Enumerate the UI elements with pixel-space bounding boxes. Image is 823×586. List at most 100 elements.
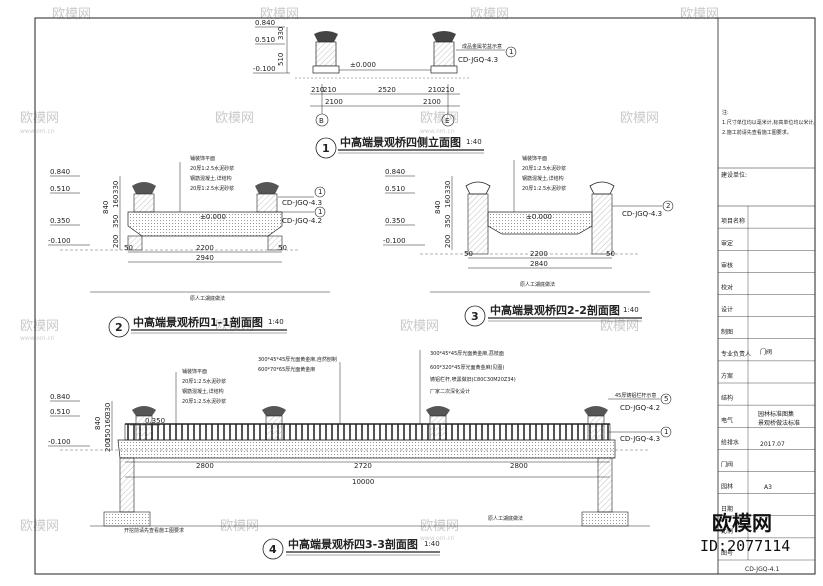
callout-ref: CD-JGQ-4.2 — [620, 404, 660, 412]
drawing-title: 中高端景观桥四1-1剖面图 — [133, 315, 263, 329]
planter-left — [465, 181, 491, 195]
level-zero: ±0.000 — [526, 213, 552, 221]
planter-left — [132, 182, 156, 194]
planter-right — [255, 182, 279, 194]
dim-50: 50 — [464, 250, 473, 258]
planter-right — [430, 31, 458, 74]
tb-row-label: 电气 — [721, 416, 733, 424]
tb-row-label: 比例 — [721, 527, 733, 535]
level-0510: 0.510 — [385, 185, 405, 193]
dim-50: 50 — [124, 244, 133, 252]
watermark-url: www.om.cn — [20, 128, 55, 135]
tb-drawing-code: CD-JGQ-4.1 — [745, 566, 780, 573]
callout-ref: CD-JGQ-4.3 — [458, 56, 498, 64]
ground-note: 原人工湖底做法 — [520, 281, 555, 288]
title-block: 注: 1.尺寸单位均以毫米计,标高单位均以米计。 2.施工前请先查看施工图要求。… — [718, 109, 818, 573]
level-0840: 0.840 — [50, 168, 70, 176]
drawing-title: 中高端景观桥四侧立面图 — [340, 135, 461, 149]
drawing-title: 中高端景观桥四2-2剖面图 — [490, 303, 620, 317]
level-0510: 0.510 — [50, 185, 70, 193]
watermark-brand: 欧模网 — [400, 319, 439, 334]
tb-item-value: 门阀 — [760, 348, 772, 356]
drawing-number: 1 — [322, 142, 330, 155]
tb-row-label: 设计 — [721, 306, 733, 314]
axis-circle — [315, 113, 329, 127]
material-note: 20厚1:2.5水泥砂浆 — [522, 165, 566, 172]
post-planter — [262, 406, 286, 416]
material-note: 600*70*65厚光面黄金麻 — [258, 366, 315, 373]
dim-2840: 2840 — [530, 260, 548, 268]
post-planter — [584, 406, 608, 416]
material-note: 20厚1:2.5水泥砂浆 — [182, 398, 226, 405]
general-note: 注: — [722, 109, 729, 116]
watermark-brand: 欧模网 — [420, 519, 459, 534]
watermark-brand: 欧模网 — [215, 111, 254, 126]
dim-2200: 2200 — [530, 250, 548, 258]
drawing-scale: 1:40 — [623, 306, 639, 314]
watermark-layer: 欧模网 欧模网 欧模网 欧模网 欧模网 欧模网 欧模网 欧模网 欧模网 欧模网 … — [20, 7, 719, 542]
material-note: 厂家二次深化设计 — [430, 388, 470, 395]
tb-row-label: 校对 — [721, 284, 733, 292]
planter-right — [589, 181, 615, 195]
watermark-brand: 欧模网 — [20, 319, 59, 334]
drawing-title: 中高端景观桥四3-3剖面图 — [288, 537, 418, 551]
brand-logo-text: 欧模网 — [712, 511, 772, 535]
tb-row-label: 制图 — [721, 328, 733, 336]
callout-ref: CD-JGQ-4.3 — [622, 210, 662, 218]
ground-note: 原人工湖底做法 — [488, 515, 523, 522]
material-note: 铺装饰平面 — [522, 155, 547, 162]
level-0350: 0.350 — [385, 217, 405, 225]
footing-left — [103, 511, 151, 527]
dim-210: 210 — [323, 86, 336, 94]
material-note: 铺装饰平面 — [182, 368, 207, 375]
material-note: 钢筋混凝土,详结构 — [182, 388, 224, 395]
level-neg0100: -0.100 — [253, 65, 276, 73]
dim-330: 330 — [444, 181, 452, 194]
dim-height-330: 330 — [277, 27, 285, 40]
drawing-number-circle — [262, 538, 284, 560]
bridge-deck — [117, 439, 616, 459]
drawing-number-circle — [315, 137, 337, 159]
callout-number: 2 — [666, 202, 670, 210]
watermark-brand: 欧模网 — [420, 111, 459, 126]
material-note: 20厚1:2.5水泥砂浆 — [522, 185, 566, 192]
ground-note: 开挖前请先查看施工图要求 — [124, 527, 184, 534]
drawing-number: 4 — [269, 543, 277, 556]
material-note: 钢筋混凝土,详结构 — [522, 175, 564, 182]
watermark-url: www.om.cn — [20, 335, 55, 342]
post-planter — [132, 406, 156, 416]
callout-note: 45厚铸铝栏杆示意 — [615, 392, 656, 399]
callout-number: 1 — [318, 208, 322, 216]
material-note: 20厚1:2.5水泥砂浆 — [182, 378, 226, 385]
material-note: 20厚1:2.5水泥砂浆 — [190, 185, 234, 192]
tb-row-label: 日期 — [721, 505, 733, 513]
pier-right — [597, 457, 613, 513]
dim-200: 200 — [112, 235, 120, 248]
tb-date: 2017.07 — [760, 441, 785, 448]
watermark-brand: 欧模网 — [470, 7, 509, 22]
material-note: 铺装饰平面 — [190, 155, 215, 162]
tb-row-label: 专业负责人 — [721, 350, 751, 358]
callout-circle — [505, 46, 517, 58]
tb-row-label: 图号 — [721, 550, 733, 557]
tb-row-label: 园林 — [721, 483, 733, 491]
level-markers: 0.840 0.510 -0.100 — [253, 19, 290, 74]
dim-160: 160 — [112, 195, 120, 208]
dim-50: 50 — [278, 244, 287, 252]
drawing-number: 2 — [115, 321, 123, 334]
tb-row-label: 审核 — [721, 261, 733, 269]
planter-left — [312, 31, 340, 74]
watermark-brand: 欧模网 — [600, 319, 639, 334]
footing-right — [581, 511, 629, 527]
drawing-number-circle — [464, 305, 486, 327]
dim-50: 50 — [606, 250, 615, 258]
watermark-brand: 欧模网 — [620, 111, 659, 126]
level-0840: 0.840 — [50, 393, 70, 401]
watermark-brand: 欧模网 — [20, 519, 59, 534]
drawing-number-circle — [108, 316, 130, 338]
level-markers: 0.840 0.510 0.350 -0.100 — [383, 168, 425, 246]
dim-2520: 2520 — [378, 86, 396, 94]
dim-330: 330 — [104, 403, 112, 416]
level-neg0100: -0.100 — [48, 438, 71, 446]
